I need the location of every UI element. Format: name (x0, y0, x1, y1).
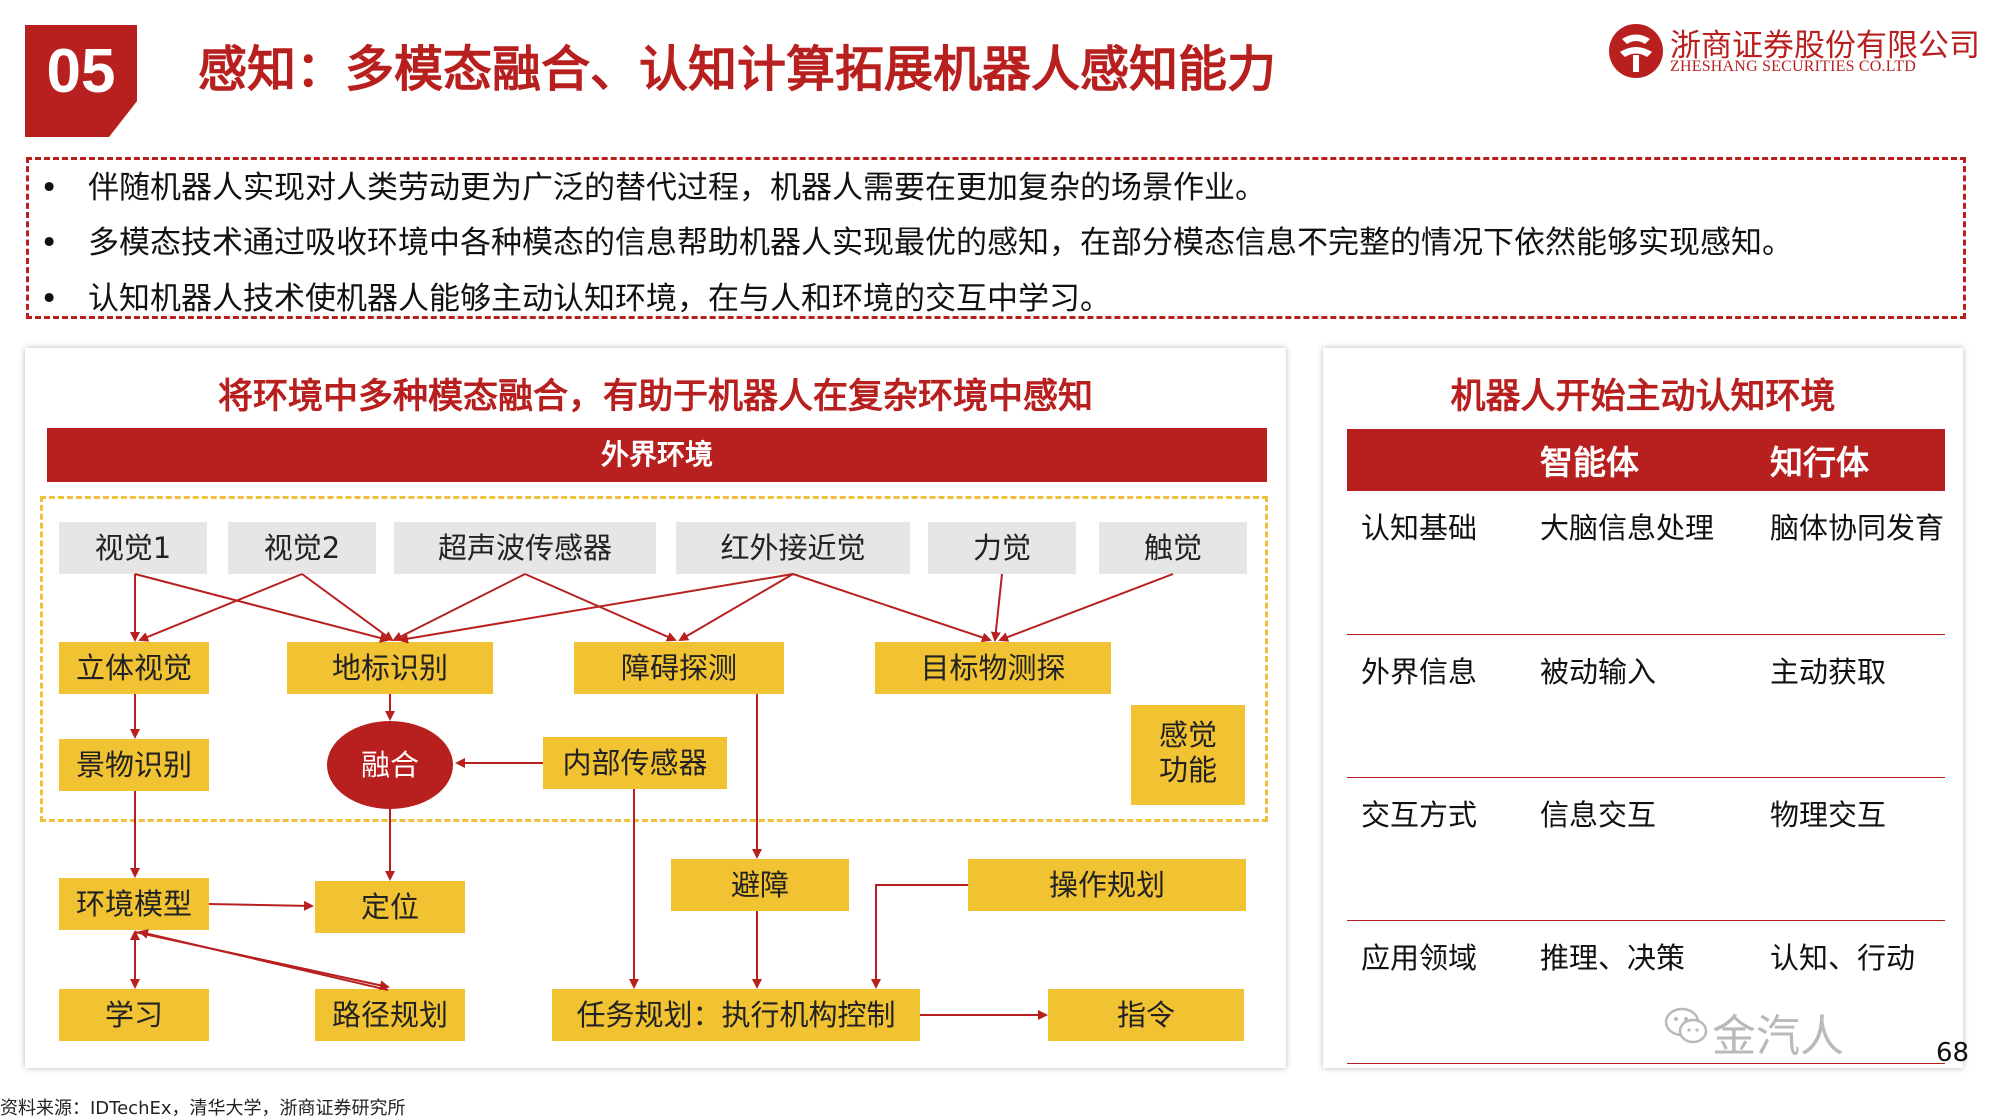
table-cell: 交互方式 (1347, 777, 1526, 921)
sense-function-label: 感觉功能 (1131, 705, 1245, 805)
table-header-row: 智能体 知行体 (1347, 429, 1945, 491)
localization-node: 定位 (315, 881, 465, 933)
company-logo-icon (1609, 24, 1663, 78)
sensor-infrared: 红外接近觉 (676, 522, 910, 574)
sensor-touch: 触觉 (1099, 522, 1247, 574)
wechat-watermark-icon (1664, 1007, 1708, 1044)
table-cell: 认知基础 (1347, 491, 1526, 635)
sensor-force: 力觉 (928, 522, 1076, 574)
task-planning-node: 任务规划：执行机构控制 (552, 989, 920, 1041)
table-cell: 认知、行动 (1756, 920, 1945, 1064)
table-cell: 主动获取 (1756, 634, 1945, 778)
environment-model-node: 环境模型 (59, 878, 209, 930)
command-node: 指令 (1048, 989, 1244, 1041)
section-badge (25, 25, 137, 137)
cognition-comparison-table: 智能体 知行体 认知基础 大脑信息处理 脑体协同发育 外界信息 被动输入 主动获… (1347, 429, 1945, 1064)
table-cell: 推理、决策 (1526, 920, 1756, 1064)
sensor-vision-1: 视觉1 (59, 522, 207, 574)
target-detection-node: 目标物测探 (875, 642, 1111, 694)
table-row: 应用领域 推理、决策 认知、行动 (1347, 920, 1945, 1064)
table-header-cell: 智能体 (1526, 429, 1756, 491)
stereo-vision-node: 立体视觉 (59, 642, 209, 694)
scene-recognition-node: 景物识别 (59, 739, 209, 791)
table-cell: 信息交互 (1526, 777, 1756, 921)
table-header-cell (1347, 429, 1526, 491)
watermark-text: 金汽人 (1712, 1011, 1844, 1062)
page-number: 68 (1936, 1038, 1970, 1068)
fusion-diagram-title: 将环境中多种模态融合，有助于机器人在复杂环境中感知 (217, 377, 1093, 417)
cognition-table-title: 机器人开始主动认知环境 (1450, 377, 1836, 417)
company-name-cn: 浙商证券股份有限公司 (1670, 28, 1980, 64)
internal-sensor-node: 内部传感器 (543, 737, 727, 789)
fusion-node: 融合 (327, 721, 453, 809)
external-environment-bar: 外界环境 (47, 428, 1267, 482)
operation-planning-node: 操作规划 (968, 859, 1246, 911)
obstacle-avoidance-node: 避障 (671, 859, 849, 911)
table-cell: 脑体协同发育 (1756, 491, 1945, 635)
bullet-item: •认知机器人技术使机器人能够主动认知环境，在与人和环境的交互中学习。 (40, 281, 1111, 317)
table-cell: 大脑信息处理 (1526, 491, 1756, 635)
sensor-ultrasonic: 超声波传感器 (394, 522, 656, 574)
obstacle-detection-node: 障碍探测 (574, 642, 784, 694)
company-name-en: ZHESHANG SECURITIES CO.LTD (1670, 58, 1916, 75)
page-title: 感知：多模态融合、认知计算拓展机器人感知能力 (198, 41, 1277, 98)
bullet-item: •伴随机器人实现对人类劳动更为广泛的替代过程，机器人需要在更加复杂的场景作业。 (40, 170, 1266, 206)
learning-node: 学习 (59, 989, 209, 1041)
section-number: 05 (46, 37, 116, 106)
perception-dashed-box (40, 496, 1268, 822)
sensor-vision-2: 视觉2 (228, 522, 376, 574)
source-note: 资料来源：IDTechEx，清华大学，浙商证券研究所 (0, 1098, 406, 1119)
table-cell: 应用领域 (1347, 920, 1526, 1064)
bullet-box (26, 157, 1966, 319)
table-header-cell: 知行体 (1756, 429, 1945, 491)
table-row: 认知基础 大脑信息处理 脑体协同发育 (1347, 491, 1945, 635)
landmark-recognition-node: 地标识别 (287, 642, 493, 694)
table-cell: 被动输入 (1526, 634, 1756, 778)
table-row: 外界信息 被动输入 主动获取 (1347, 634, 1945, 778)
bullet-item: •多模态技术通过吸收环境中各种模态的信息帮助机器人实现最优的感知，在部分模态信息… (40, 225, 1793, 261)
table-cell: 物理交互 (1756, 777, 1945, 921)
table-row: 交互方式 信息交互 物理交互 (1347, 777, 1945, 921)
table-cell: 外界信息 (1347, 634, 1526, 778)
path-planning-node: 路径规划 (315, 989, 465, 1041)
